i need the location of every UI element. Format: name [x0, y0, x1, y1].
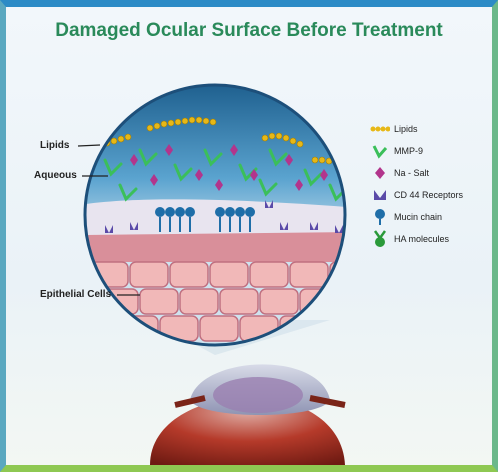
callout-epithelial-cells: Epithelial Cells: [40, 289, 111, 300]
legend: Lipids MMP-9 Na - Salt CD 44 Receptors M…: [370, 118, 463, 250]
cd44-receptor-icon: [370, 189, 390, 201]
mucin-icon: [370, 208, 390, 226]
legend-item-mmp9: MMP-9: [370, 140, 463, 162]
legend-item-ha: HA molecules: [370, 228, 463, 250]
salt-diamond-icon: [370, 166, 390, 180]
legend-item-cd44: CD 44 Receptors: [370, 184, 463, 206]
callout-lipids: Lipids: [40, 140, 69, 151]
mmp9-icon: [370, 143, 390, 159]
ha-molecule-icon: [370, 230, 390, 248]
callout-aqueous: Aqueous: [34, 170, 77, 181]
eye-illustration: [150, 364, 345, 465]
legend-item-mucin: Mucin chain: [370, 206, 463, 228]
legend-item-lipids: Lipids: [370, 118, 463, 140]
legend-item-salt: Na - Salt: [370, 162, 463, 184]
lipid-chain-icon: [370, 124, 390, 134]
